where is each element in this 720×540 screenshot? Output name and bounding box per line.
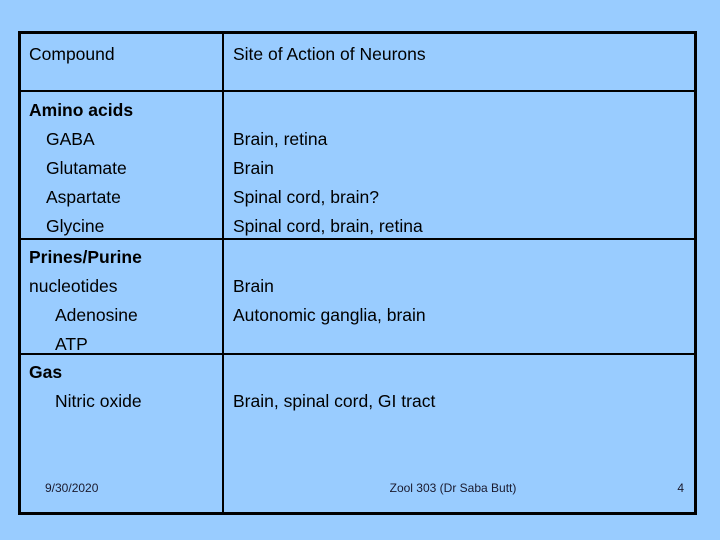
group-label-purines-text: Prines/Purine [29,247,142,267]
group-label-gas-text: Gas [29,362,63,382]
column-divider [222,34,224,512]
list-item: Aspartate [46,187,121,207]
group-label-purines: Prines/Purine nucleotides [29,243,221,301]
footer-date: 9/30/2020 [45,481,99,495]
table-header-site-label: Site of Action of Neurons [233,44,426,64]
list-item: GABA [46,129,95,149]
footer-title: Zool 303 (Dr Saba Butt) [389,481,517,495]
compound-list-amino-acids: GABA Glutamate Aspartate Glycine [29,125,221,241]
group-label-purines-text-line2: nucleotides [29,276,118,296]
site-list-gas: Brain, spinal cord, GI tract [233,387,688,416]
neurotransmitter-table: Compound Site of Action of Neurons Amino… [18,31,697,515]
footer-page-number: 4 [677,481,684,495]
list-item: Nitric oxide [55,391,142,411]
compound-list-purines: Adenosine ATP [29,301,221,359]
list-item: Glutamate [46,158,127,178]
table-header-compound-label: Compound [29,44,115,64]
list-item: Brain [233,158,274,178]
list-item: Glycine [46,216,105,236]
group-label-amino-acids: Amino acids [29,96,221,125]
list-item: Spinal cord, brain? [233,187,379,207]
table-header-site-cell: Site of Action of Neurons [233,40,688,69]
row-divider-header [21,90,694,92]
row-divider-amino-acids [21,238,694,240]
list-item: Brain, spinal cord, GI tract [233,391,436,411]
site-list-purines: Brain Autonomic ganglia, brain [233,272,688,330]
list-item: Autonomic ganglia, brain [233,305,426,325]
list-item: Adenosine [55,305,138,325]
list-item: ATP [55,334,88,354]
site-list-amino-acids: Brain, retina Brain Spinal cord, brain? … [233,125,688,241]
list-item: Spinal cord, brain, retina [233,216,423,236]
list-item: Brain, retina [233,129,328,149]
row-divider-purines [21,353,694,355]
compound-list-gas: Nitric oxide [29,387,221,416]
list-item: Brain [233,276,274,296]
group-label-amino-acids-text: Amino acids [29,100,134,120]
table-header-compound-cell: Compound [29,40,221,69]
group-label-gas: Gas [29,358,221,387]
